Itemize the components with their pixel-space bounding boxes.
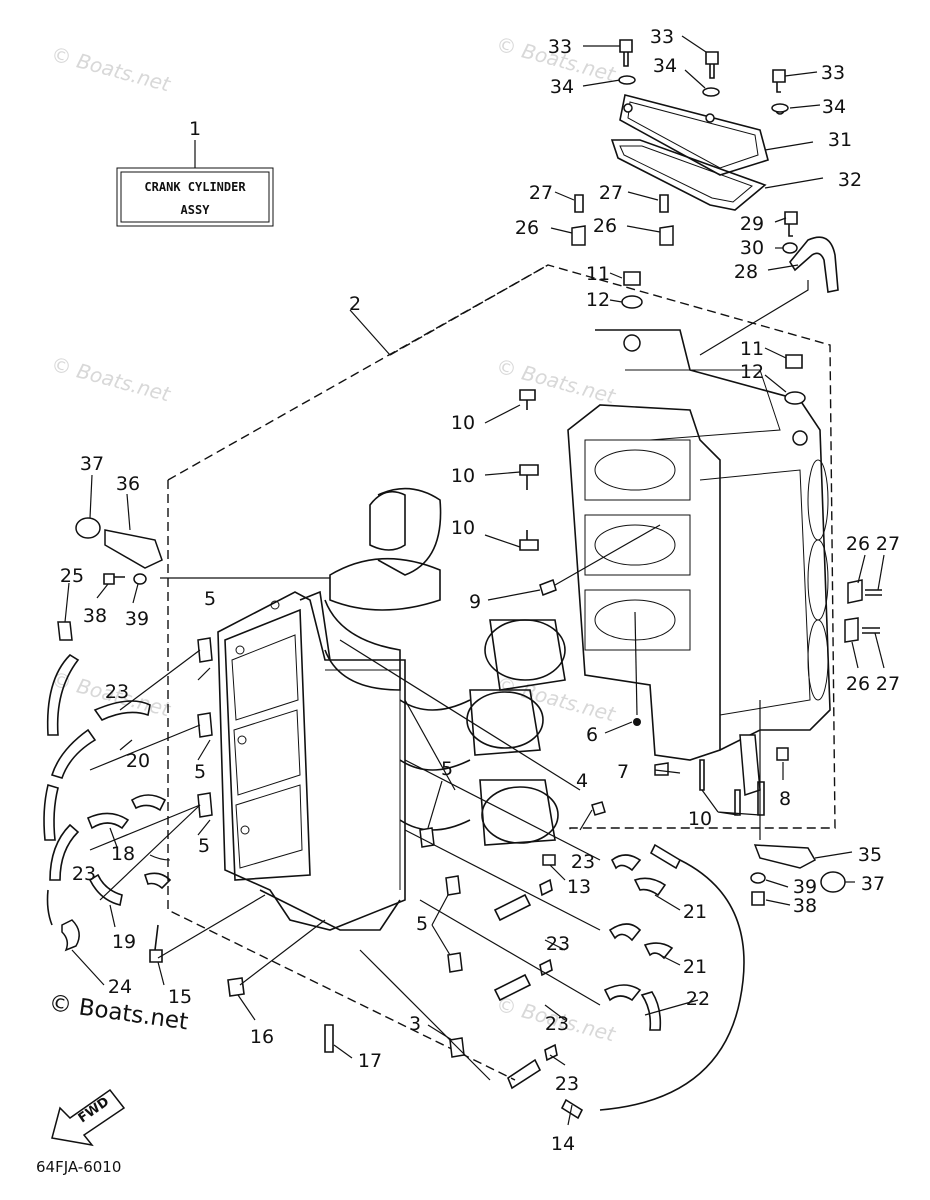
- callout: 38: [793, 895, 817, 917]
- callout: 21: [683, 956, 707, 978]
- watermark: © Boats.net: [49, 352, 174, 407]
- title-line-2: ASSY: [181, 203, 211, 217]
- callout: 22: [686, 988, 710, 1010]
- callout: 16: [250, 1026, 274, 1048]
- title-line-1: CRANK CYLINDER: [144, 180, 246, 194]
- cover-and-gasket: [610, 94, 785, 211]
- callout: 39: [125, 608, 149, 630]
- callout: 5: [204, 588, 216, 610]
- leader-lines: [64, 35, 885, 1126]
- callout: 33: [548, 36, 572, 58]
- callout: 18: [111, 843, 135, 865]
- callout: 15: [168, 986, 192, 1008]
- callout: 27: [876, 673, 900, 695]
- callout: 26: [593, 215, 617, 237]
- callout: 5: [198, 835, 210, 857]
- small-parts: [57, 39, 882, 1053]
- callout: 11: [586, 263, 610, 285]
- callout: 12: [586, 289, 610, 311]
- callout: 37: [861, 873, 885, 895]
- callout: 30: [740, 237, 764, 259]
- watermark: © Boats.net: [494, 354, 619, 409]
- callout: 35: [858, 844, 882, 866]
- watermark: © Boats.net: [49, 42, 174, 97]
- callout: 23: [545, 1013, 569, 1035]
- callout: 29: [740, 213, 764, 235]
- assembly-outline: [167, 264, 836, 1081]
- callout: 6: [586, 724, 598, 746]
- callout: 5: [194, 761, 206, 783]
- fwd-arrow-icon: FWD: [51, 1088, 126, 1147]
- crankcase-half: [217, 590, 406, 931]
- title-box: CRANK CYLINDER ASSY: [116, 140, 274, 227]
- callout: 26: [846, 533, 870, 555]
- cylinder-block: [567, 329, 831, 797]
- callout: 17: [358, 1050, 382, 1072]
- callout: 23: [555, 1073, 579, 1095]
- callout: 33: [821, 62, 845, 84]
- callout: 4: [576, 770, 588, 792]
- callout: 7: [617, 761, 629, 783]
- callout: 20: [126, 750, 150, 772]
- callout: 27: [599, 182, 623, 204]
- callout: 25: [60, 565, 84, 587]
- callout: 13: [567, 876, 591, 898]
- callout: 14: [551, 1133, 575, 1155]
- callout: 26: [846, 673, 870, 695]
- crankshaft: [324, 487, 566, 846]
- callout: 34: [822, 96, 846, 118]
- callout: 37: [80, 453, 104, 475]
- hoses: [43, 637, 745, 1120]
- callout: 23: [72, 863, 96, 885]
- callout: 33: [650, 26, 674, 48]
- callout: 11: [740, 338, 764, 360]
- callout: 9: [469, 591, 481, 613]
- callout: 27: [876, 533, 900, 555]
- callout: 10: [688, 808, 712, 830]
- callout: 5: [441, 758, 453, 780]
- callout: 12: [740, 361, 764, 383]
- callout: 10: [451, 465, 475, 487]
- callout: 5: [416, 913, 428, 935]
- callout: 38: [83, 605, 107, 627]
- callout: 10: [451, 412, 475, 434]
- callout: 23: [546, 933, 570, 955]
- callout: 23: [105, 681, 129, 703]
- callout-numbers: 1 2 3 4 5 5 5 5 5 6 7 8 9 10 10 10 10 11…: [60, 26, 900, 1155]
- callout: 34: [550, 76, 574, 98]
- callout: 36: [116, 473, 140, 495]
- callout: 24: [108, 976, 132, 998]
- callout: 23: [571, 851, 595, 873]
- diagram-code: 64FJA-6010: [36, 1158, 121, 1176]
- callout: 28: [734, 261, 758, 283]
- callout: 2: [349, 293, 361, 315]
- watermark: © Boats.net: [494, 672, 619, 727]
- callout: 21: [683, 901, 707, 923]
- callout: 10: [451, 517, 475, 539]
- callout: 39: [793, 876, 817, 898]
- callout: 1: [189, 118, 201, 140]
- callout: 3: [409, 1013, 421, 1035]
- callout: 26: [515, 217, 539, 239]
- callout: 27: [529, 182, 553, 204]
- callout: 8: [779, 788, 791, 810]
- callout: 34: [653, 55, 677, 77]
- callout: 19: [112, 931, 136, 953]
- callout: 31: [828, 129, 852, 151]
- callout: 32: [838, 169, 862, 191]
